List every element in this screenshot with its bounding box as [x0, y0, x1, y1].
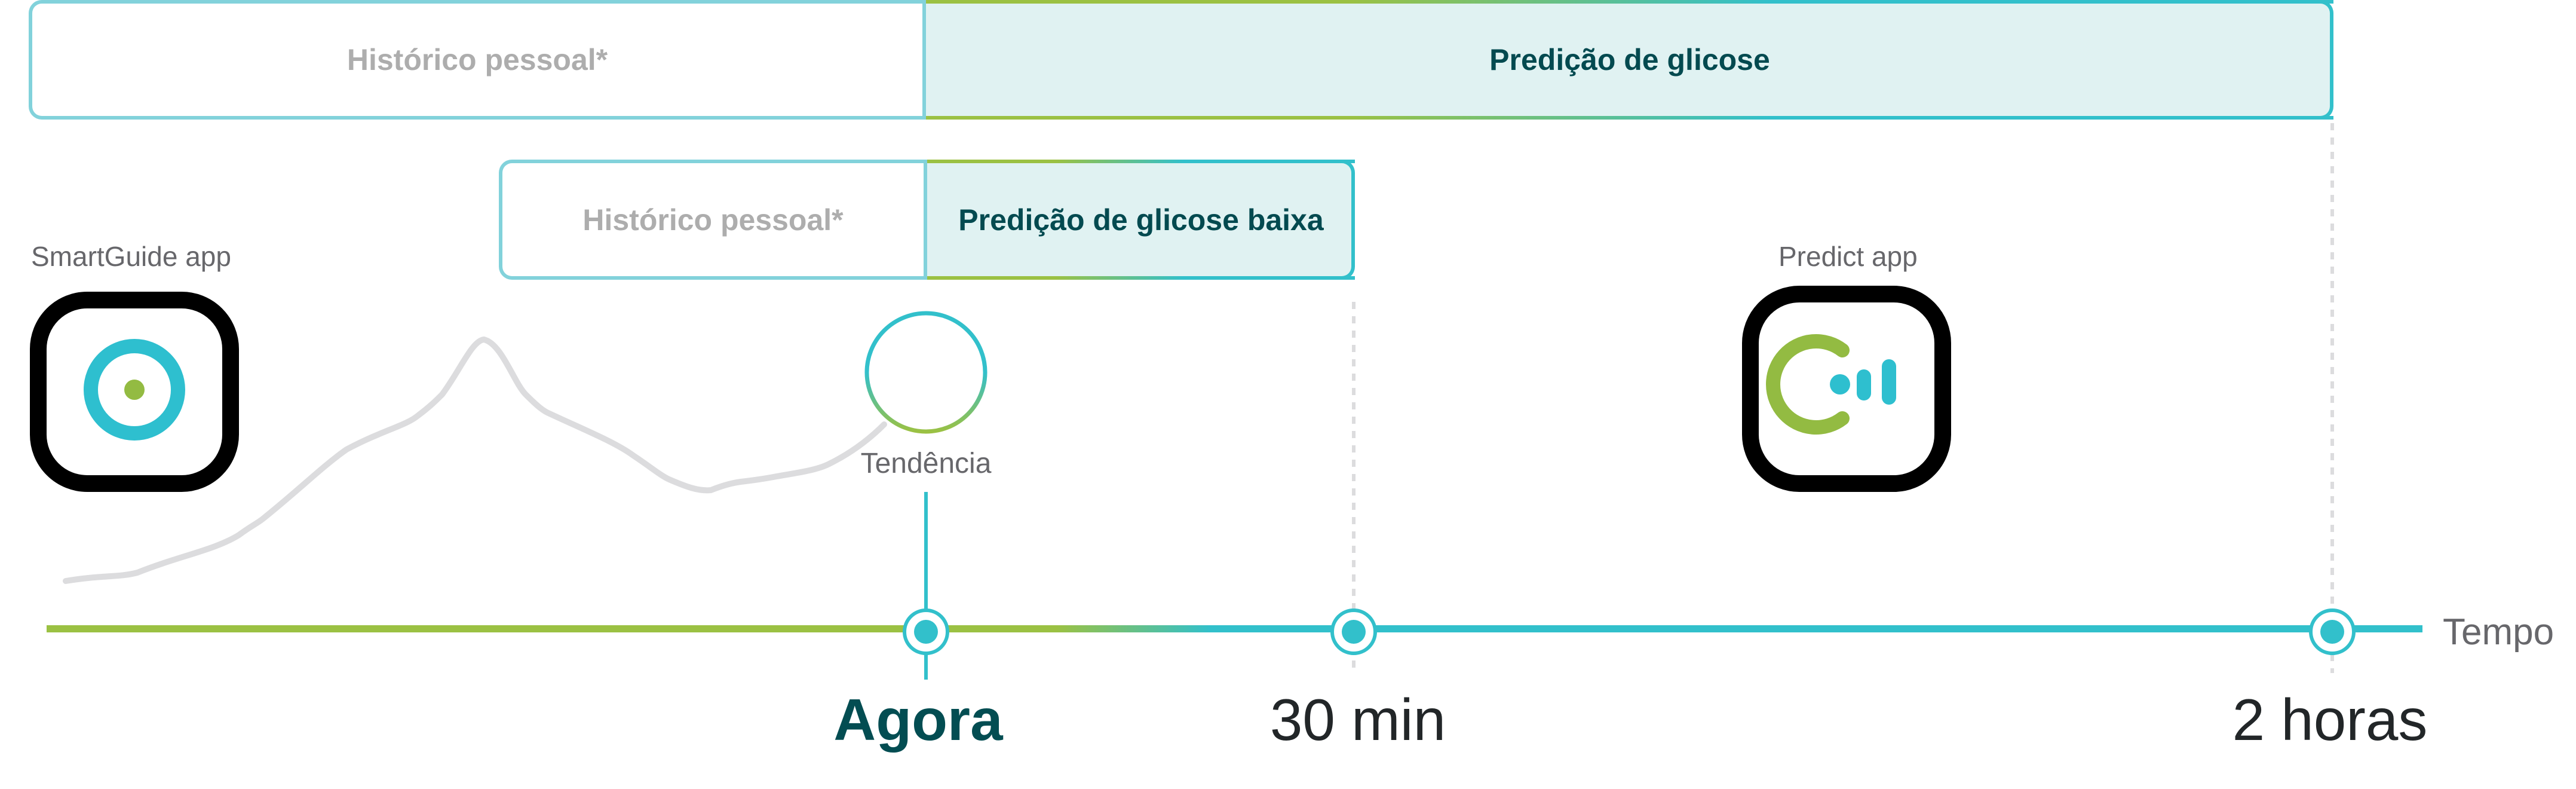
predict-app-label: Predict app [1778, 241, 1918, 272]
trend-indicator-icon [864, 311, 988, 434]
smartguide-app-label: SmartGuide app [31, 241, 231, 272]
low-glucose-prediction-segment: Predição de glicose baixa [924, 160, 1355, 280]
predict-app-icon[interactable] [1742, 286, 1951, 492]
guide-30min [1352, 302, 1356, 672]
tick-label-30min: 30 min [1269, 687, 1446, 753]
predict-logo-icon [1766, 334, 1896, 435]
glucose-history-curve [63, 336, 887, 584]
personal-history-label: Histórico pessoal* [346, 43, 608, 77]
personal-history-segment: Histórico pessoal* [29, 0, 922, 120]
personal-history-segment-low: Histórico pessoal* [499, 160, 924, 280]
guide-2h [2330, 123, 2334, 673]
marker-2h[interactable] [2309, 608, 2356, 655]
glucose-prediction-label: Predição de glicose [1489, 43, 1770, 77]
low-glucose-prediction-range: Histórico pessoal* Predição de glicose b… [499, 160, 1355, 280]
tick-label-now: Agora [833, 687, 1003, 753]
glucose-prediction-range: Histórico pessoal* Predição de glicose [29, 0, 2333, 120]
glucose-prediction-segment: Predição de glicose [922, 0, 2333, 120]
trend-label: Tendência [860, 448, 992, 479]
now-connector-line [924, 492, 928, 680]
smartguide-logo-icon [84, 339, 185, 441]
marker-now[interactable] [903, 608, 949, 655]
timeline-axis [47, 625, 2422, 632]
low-glucose-prediction-label: Predição de glicose baixa [958, 203, 1324, 237]
marker-30min[interactable] [1330, 608, 1377, 655]
tick-label-2h: 2 horas [2232, 687, 2428, 753]
personal-history-label-low: Histórico pessoal* [582, 203, 844, 237]
time-axis-label: Tempo [2443, 611, 2554, 653]
